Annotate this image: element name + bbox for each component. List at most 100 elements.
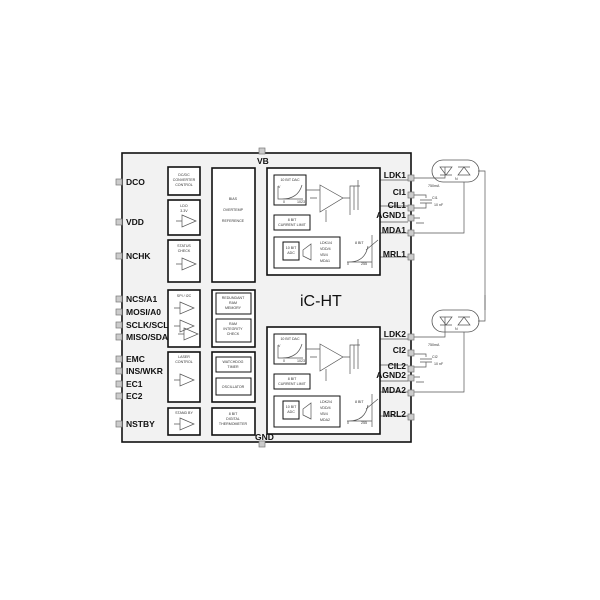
- pin-left: [115, 380, 123, 388]
- laser-wiring: [414, 295, 486, 393]
- rpot-label: 8 BIT: [355, 400, 364, 404]
- driver-amp-icon: [306, 180, 360, 222]
- pin-left: [115, 178, 123, 186]
- pin-left: [115, 392, 123, 400]
- pin-label: MISO/SDA: [126, 332, 168, 342]
- chip-name: iC-HT: [300, 293, 342, 310]
- pin-label: MRL2: [383, 409, 406, 419]
- multiplexer-icon: [302, 402, 312, 420]
- pin-label: EC2: [126, 391, 143, 401]
- potentiometer-icon: [347, 394, 379, 427]
- pin-label: CIL2: [388, 361, 407, 371]
- bias-label: BIAS: [229, 197, 238, 201]
- pin-label: AGND2: [376, 370, 406, 380]
- diode-n-label: N: [455, 177, 458, 181]
- mux-input-label: MDA2: [320, 418, 330, 422]
- pin-left: [115, 252, 123, 260]
- pin-label: MDA2: [382, 385, 406, 395]
- adc-label: ADC: [287, 410, 295, 414]
- dac-label: 10 BIT DAC: [280, 337, 300, 341]
- oscillator-label: OSCILLATOR: [222, 385, 245, 389]
- cap-name-label: CI1: [432, 196, 438, 200]
- current-limit-label: 8 BIT: [288, 377, 297, 381]
- current-limit-label: CURRENT LIMIT: [278, 223, 306, 227]
- cap-value-label: 10 nF: [434, 362, 444, 366]
- ldo-label: LDO: [180, 204, 188, 208]
- rpot-max-label: 255: [361, 262, 367, 266]
- dcdc-label: DC/DC: [178, 173, 190, 177]
- pin-label: MRL1: [383, 249, 406, 259]
- laser-control-label: LASER: [178, 355, 190, 359]
- pin-label: NCS/A1: [126, 294, 157, 304]
- pin-right: [407, 365, 415, 373]
- capacitor-icon: [414, 194, 432, 224]
- pin-label: EC1: [126, 379, 143, 389]
- ram-check-label: INTEGRITY: [223, 327, 243, 331]
- dac-max-label: 1023: [297, 359, 305, 363]
- rpot-max-label: 255: [361, 421, 367, 425]
- driver-amp-icon: [306, 339, 360, 381]
- ram-memory-label: RAM: [229, 301, 237, 305]
- dac-0-label: 0: [283, 359, 285, 363]
- pin-label: NCHK: [126, 251, 151, 261]
- pin-label-vb: VB: [257, 156, 269, 166]
- multiplexer-icon: [302, 243, 312, 261]
- dac-curve-icon: [277, 184, 303, 200]
- ram-check-label: RAM: [229, 322, 237, 326]
- thermometer-block: [211, 407, 256, 436]
- spi-label: SPI / I2C: [177, 294, 192, 298]
- watchdog-block: [215, 356, 252, 373]
- status-label: STATUS: [177, 244, 191, 248]
- ram-memory-label: MEMORY: [225, 306, 242, 310]
- mux-input-label: LDK2/4: [320, 400, 332, 404]
- pin-label: CI2: [393, 345, 407, 355]
- mux-input-label: MDA1: [320, 259, 330, 263]
- pin-label: LDK1: [384, 170, 406, 180]
- pin-label: CIL1: [388, 200, 407, 210]
- pin-label: MDA1: [382, 225, 406, 235]
- pin-label: LDK2: [384, 329, 406, 339]
- watchdog-label: WATCHDOG: [223, 360, 244, 364]
- pin-label: INS/WKR: [126, 366, 163, 376]
- laser-control-label: CONTROL: [175, 360, 193, 364]
- status-block: [167, 239, 201, 283]
- adc-label: ADC: [287, 251, 295, 255]
- dac-block: [273, 174, 307, 206]
- pin-right: [407, 174, 415, 182]
- spi-buffer-icon: [178, 327, 199, 341]
- pin-label: EMC: [126, 354, 145, 364]
- laser-buffer-icon: [174, 373, 195, 387]
- capacitor-icon: [414, 353, 432, 383]
- pin-right: [407, 253, 415, 261]
- current-label: 750mA: [428, 343, 440, 347]
- ldo-block: [167, 199, 201, 236]
- dac-v-label: V: [278, 344, 281, 348]
- laser-diode-icon: [439, 316, 471, 326]
- pin-gnd: [258, 440, 266, 448]
- pin-right: [407, 333, 415, 341]
- adc-block: [282, 400, 300, 420]
- current-limit-label: CURRENT LIMIT: [278, 382, 306, 386]
- pin-label: SCLK/SCL: [126, 320, 169, 330]
- pin-left: [115, 333, 123, 341]
- pin-right: [407, 389, 415, 397]
- diode-n-label: N: [455, 327, 458, 331]
- pin-right: [407, 229, 415, 237]
- current-limit-block: [273, 373, 311, 390]
- cap-value-label: 10 nF: [434, 203, 444, 207]
- pin-left: [115, 420, 123, 428]
- rpot-0-label: 0: [347, 421, 349, 425]
- status-amp-icon: [176, 257, 197, 271]
- pin-left: [115, 321, 123, 329]
- laser-control-block: [167, 351, 201, 403]
- pin-right: [407, 349, 415, 357]
- dcdc-label: CONVERTER: [173, 178, 196, 182]
- ram-check-label: CHECK: [227, 332, 240, 336]
- ram-check-block: [215, 318, 252, 343]
- dac-0-label: 0: [283, 200, 285, 204]
- dac-curve-icon: [277, 343, 303, 359]
- pin-left: [115, 355, 123, 363]
